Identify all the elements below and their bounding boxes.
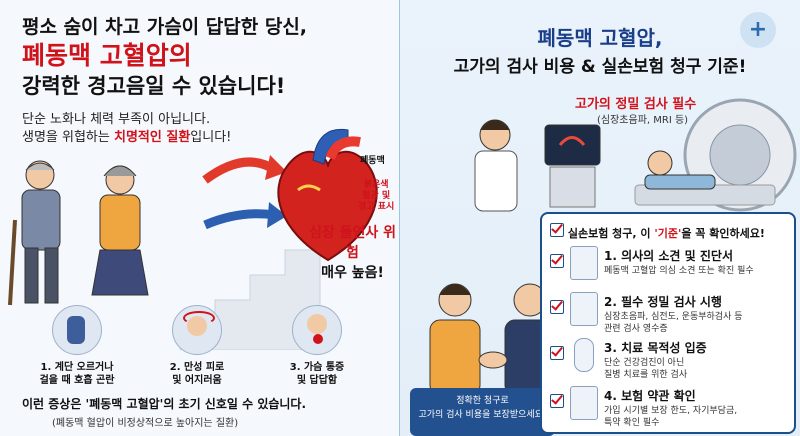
chest-pain-icon xyxy=(292,305,342,355)
diagnosis-document-icon xyxy=(570,246,598,280)
medical-cross-icon: + xyxy=(740,12,776,48)
exam-subtitle: (심장초음파, MRI 등) xyxy=(597,115,689,126)
heart-label-warning: 붉은색 혈관 및 경고 표시 xyxy=(358,180,395,212)
climbing-stairs-icon xyxy=(52,305,102,355)
sub-line-1: 단순 노화나 체력 부족이 아닙니다. xyxy=(22,112,211,127)
symptom-item-3: 3. 가슴 통증 및 답답함 xyxy=(262,305,372,387)
check-icon xyxy=(550,346,564,360)
checklist-item-4: 4. 보험 약관 확인 가입 시기별 보장 한도, 자기부담금, 특약 확인 필… xyxy=(550,386,786,430)
exam-title: 고가의 정밀 검사 필수 xyxy=(575,97,697,112)
older-woman-icon xyxy=(91,165,149,296)
sub-line-2: 생명을 위협하는 치명적인 질환입니다! xyxy=(22,130,232,145)
symptom-item-2: 2. 만성 피로 및 어지러움 xyxy=(142,305,252,387)
check-icon xyxy=(550,223,564,237)
checklist-item-1: 1. 의사의 소견 및 진단서 폐동맥 고혈압 의심 소견 또는 확진 필수 xyxy=(550,246,786,290)
handshake-caption: 정확한 청구로 고가의 검사 비용을 보장받으세요! xyxy=(410,388,555,436)
headline-3: 강력한 경고음일 수 있습니다! xyxy=(22,74,286,98)
checklist-card: 실손보험 청구, 이 '기준'을 꼭 확인하세요! 1. 의사의 소견 및 진단… xyxy=(540,212,796,434)
left-panel: 평소 숨이 차고 가슴이 답답한 당신, 폐동맥 고혈압의 강력한 경고음일 수… xyxy=(8,16,397,429)
exam-illustration xyxy=(474,98,797,212)
headline-1: 평소 숨이 차고 가슴이 답답한 당신, xyxy=(22,16,308,38)
checklist-title: 실손보험 청구, 이 '기준'을 꼭 확인하세요! xyxy=(550,223,765,241)
headline-2: 폐동맥 고혈압의 xyxy=(22,41,192,70)
heart-illustration xyxy=(277,128,378,262)
bottom-line-2: (폐동맥 혈압이 비정상적으로 높아지는 질환) xyxy=(52,418,239,429)
check-icon xyxy=(550,254,564,268)
checklist-item-2: 2. 필수 정밀 검사 시행 심장초음파, 심전도, 운동부하검사 등 관련 검… xyxy=(550,292,786,336)
right-panel: + 폐동맥 고혈압, 고가의 검사 비용 & 실손보험 청구 기준! 고가의 정… xyxy=(400,0,800,436)
test-report-icon xyxy=(570,292,598,326)
check-icon xyxy=(550,300,564,314)
right-title-1: 폐동맥 고혈압, xyxy=(537,26,663,50)
handshake-illustration xyxy=(429,283,540,395)
danger-callout: 심장 돌연사 위험 매우 높음! xyxy=(308,225,397,281)
patient-icon xyxy=(644,150,716,190)
heart-label-artery: 폐동맥 xyxy=(360,156,385,166)
right-title-2: 고가의 검사 비용 & 실손보험 청구 기준! xyxy=(453,57,747,77)
bottom-line-1: 이런 증상은 '폐동맥 고혈압'의 초기 신호일 수 있습니다. xyxy=(22,397,307,411)
checklist-item-3: 3. 치료 목적성 입증 단순 건강검진이 아닌 질병 치료를 위한 검사 xyxy=(550,338,786,382)
doctor-icon xyxy=(474,119,518,212)
ultrasound-machine-icon xyxy=(544,124,601,208)
symptom-item-1: 1. 계단 오르거나 걸을 때 호흡 곤란 xyxy=(22,305,132,387)
stairs-illustration xyxy=(8,160,321,350)
check-icon xyxy=(550,394,564,408)
magnifier-document-icon xyxy=(570,386,598,420)
older-man-icon xyxy=(8,160,61,306)
iv-drip-icon xyxy=(574,338,594,372)
dizzy-person-icon xyxy=(172,305,222,355)
